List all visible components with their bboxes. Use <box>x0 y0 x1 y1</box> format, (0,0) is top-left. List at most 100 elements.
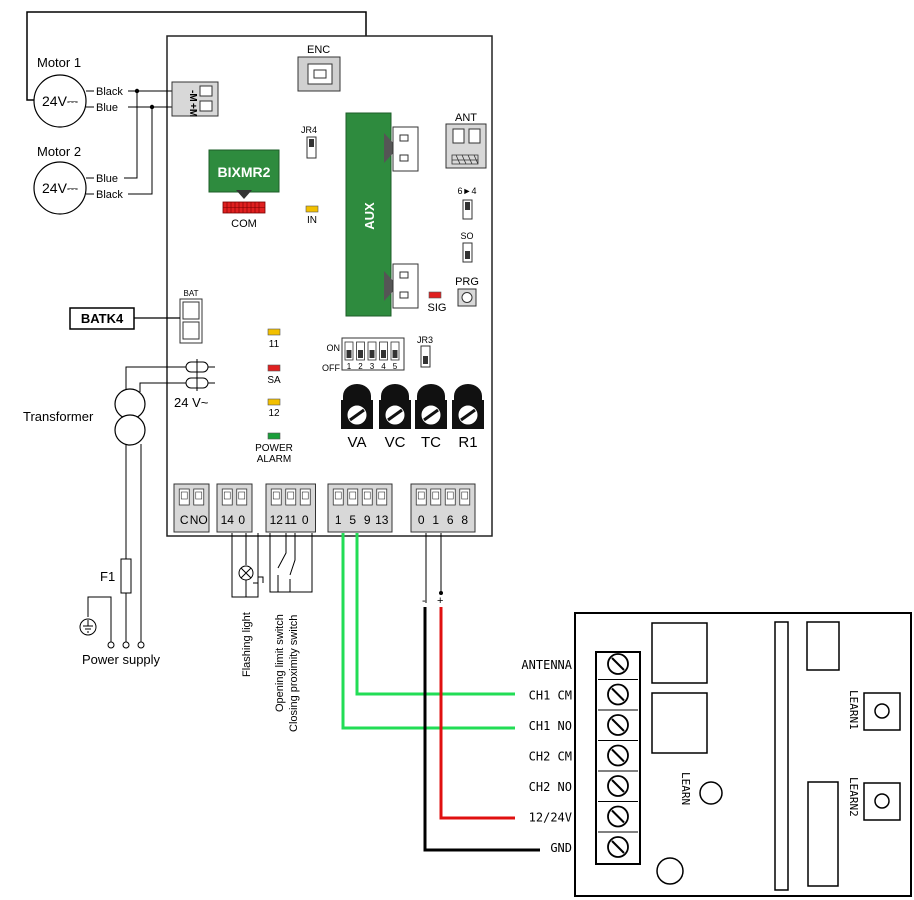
dip-switch-3[interactable]: 3 <box>367 341 377 371</box>
terminal-label: NO <box>190 513 208 527</box>
dip-switch-4[interactable]: 4 <box>379 341 388 371</box>
flashing-light-icon <box>238 565 264 597</box>
aux-arrow-icon <box>384 271 398 301</box>
fuse-f1 <box>120 558 132 594</box>
motor-2: Motor 2 24V⎓ Blue Black <box>33 144 123 215</box>
motor-1-wire-blue: Blue <box>96 102 118 114</box>
aux-label: AUX <box>362 202 377 230</box>
motor-terminal-block: -M +M <box>171 81 219 117</box>
terminal-label: 0 <box>302 513 309 527</box>
terminal-0[interactable]: 0 <box>415 488 427 527</box>
transformer-label: Transformer <box>23 409 94 424</box>
receiver-terminal-screw[interactable] <box>607 836 629 858</box>
terminal-8[interactable]: 8 <box>459 488 471 527</box>
receiver-terminal-screw[interactable] <box>607 683 629 706</box>
receiver-terminal-label: 12/24V <box>529 811 572 825</box>
receiver-terminal-screw[interactable] <box>607 653 629 675</box>
terminal-12[interactable]: 12 <box>270 488 284 527</box>
closing-proximity-switch-label: Closing proximity switch <box>288 615 300 732</box>
receiver-terminal-label: ANTENNA <box>521 658 572 672</box>
flashing-light-label: Flashing light <box>241 612 253 677</box>
dip-number-2: 2 <box>358 362 363 371</box>
receiver-hole <box>656 857 684 885</box>
motor-2-leads <box>86 91 153 195</box>
terminal-1[interactable]: 1 <box>430 488 442 527</box>
terminal-label: 5 <box>349 513 356 527</box>
six-four-label: 6►4 <box>458 186 477 196</box>
dip-switch-2[interactable]: 2 <box>356 341 365 371</box>
bixmr2-module: BIXMR2 <box>208 149 280 199</box>
transformer-secondary-coil <box>114 414 146 446</box>
trimmer-tc[interactable]: TC <box>415 384 447 451</box>
terminal-label: 6 <box>447 513 454 527</box>
motor-2-wire-blue: Blue <box>96 173 118 185</box>
junction-dot <box>149 104 155 110</box>
enc-label: ENC <box>307 44 330 56</box>
power-supply-label: Power supply <box>82 652 161 667</box>
terminal-9[interactable]: 9 <box>361 488 373 527</box>
terminal-0[interactable]: 0 <box>299 488 311 527</box>
receiver-terminal-screw[interactable] <box>607 744 629 767</box>
enc-connector <box>297 56 341 92</box>
minus-label: - <box>422 595 426 607</box>
led-sa <box>267 364 281 372</box>
receiver-learn-label: LEARN <box>679 772 692 805</box>
terminal-label: 1 <box>432 513 439 527</box>
limit-switch-wires <box>269 533 313 593</box>
green-wire-ch1-no <box>341 533 515 730</box>
dip-switch-5[interactable]: 5 <box>390 341 400 371</box>
terminal-label: 14 <box>221 513 235 527</box>
terminal-14[interactable]: 14 <box>221 488 235 527</box>
motor-1-wire-black: Black <box>96 86 123 98</box>
receiver-component-bottom <box>807 781 839 887</box>
trimmer-va[interactable]: VA <box>341 384 373 451</box>
dip-number-3: 3 <box>370 362 375 371</box>
motor-2-symbol <box>33 161 87 215</box>
terminal-6[interactable]: 6 <box>444 488 456 527</box>
junction-dot <box>134 88 140 94</box>
receiver-learn2-label: LEARN2 <box>847 777 860 817</box>
bixmr2-arrow-icon <box>236 190 252 199</box>
aux-connector-bottom <box>392 263 419 309</box>
motor-2-voltage: 24V⎓ <box>42 180 78 196</box>
receiver-terminal-screw[interactable] <box>607 805 629 828</box>
terminal-11[interactable]: 11 <box>285 488 298 527</box>
terminal-1[interactable]: 1 <box>332 488 344 527</box>
receiver-terminal-screw[interactable] <box>607 714 629 736</box>
receiver-learn1-label: LEARN1 <box>847 690 860 730</box>
terminal-13[interactable]: 13 <box>375 488 389 527</box>
terminal-0[interactable]: 0 <box>236 488 248 527</box>
control-board <box>166 35 493 537</box>
in-label: IN <box>307 215 317 226</box>
receiver-terminal-screw[interactable] <box>607 775 629 797</box>
motor-1: Motor 1 24V⎓ Black Blue <box>33 55 123 128</box>
sig-led <box>428 291 442 299</box>
terminal-5[interactable]: 5 <box>347 488 359 527</box>
trimmer-vc[interactable]: VC <box>379 384 411 451</box>
fuse-label: F1 <box>100 569 115 584</box>
terminal-C[interactable]: C <box>178 488 190 527</box>
dip-on-label: ON <box>327 343 341 353</box>
receiver-screws <box>598 653 638 858</box>
led-12-label: 12 <box>268 408 280 419</box>
led-12 <box>267 398 281 406</box>
terminal-label: 0 <box>418 513 425 527</box>
jr3-label: JR3 <box>417 335 433 345</box>
receiver-connector-strip <box>774 621 789 891</box>
ant-label: ANT <box>455 112 477 124</box>
trimmer-r1[interactable]: R1 <box>452 384 484 451</box>
trimmer-label: VA <box>348 434 367 451</box>
receiver-terminal-label: CH2 CM <box>529 750 572 764</box>
trimmer-label: VC <box>385 434 406 451</box>
dip-switch-1[interactable]: 1 <box>344 341 354 371</box>
earth-icon <box>79 618 97 636</box>
terminal-label: 9 <box>364 513 371 527</box>
terminal-NO[interactable]: NO <box>190 488 208 527</box>
